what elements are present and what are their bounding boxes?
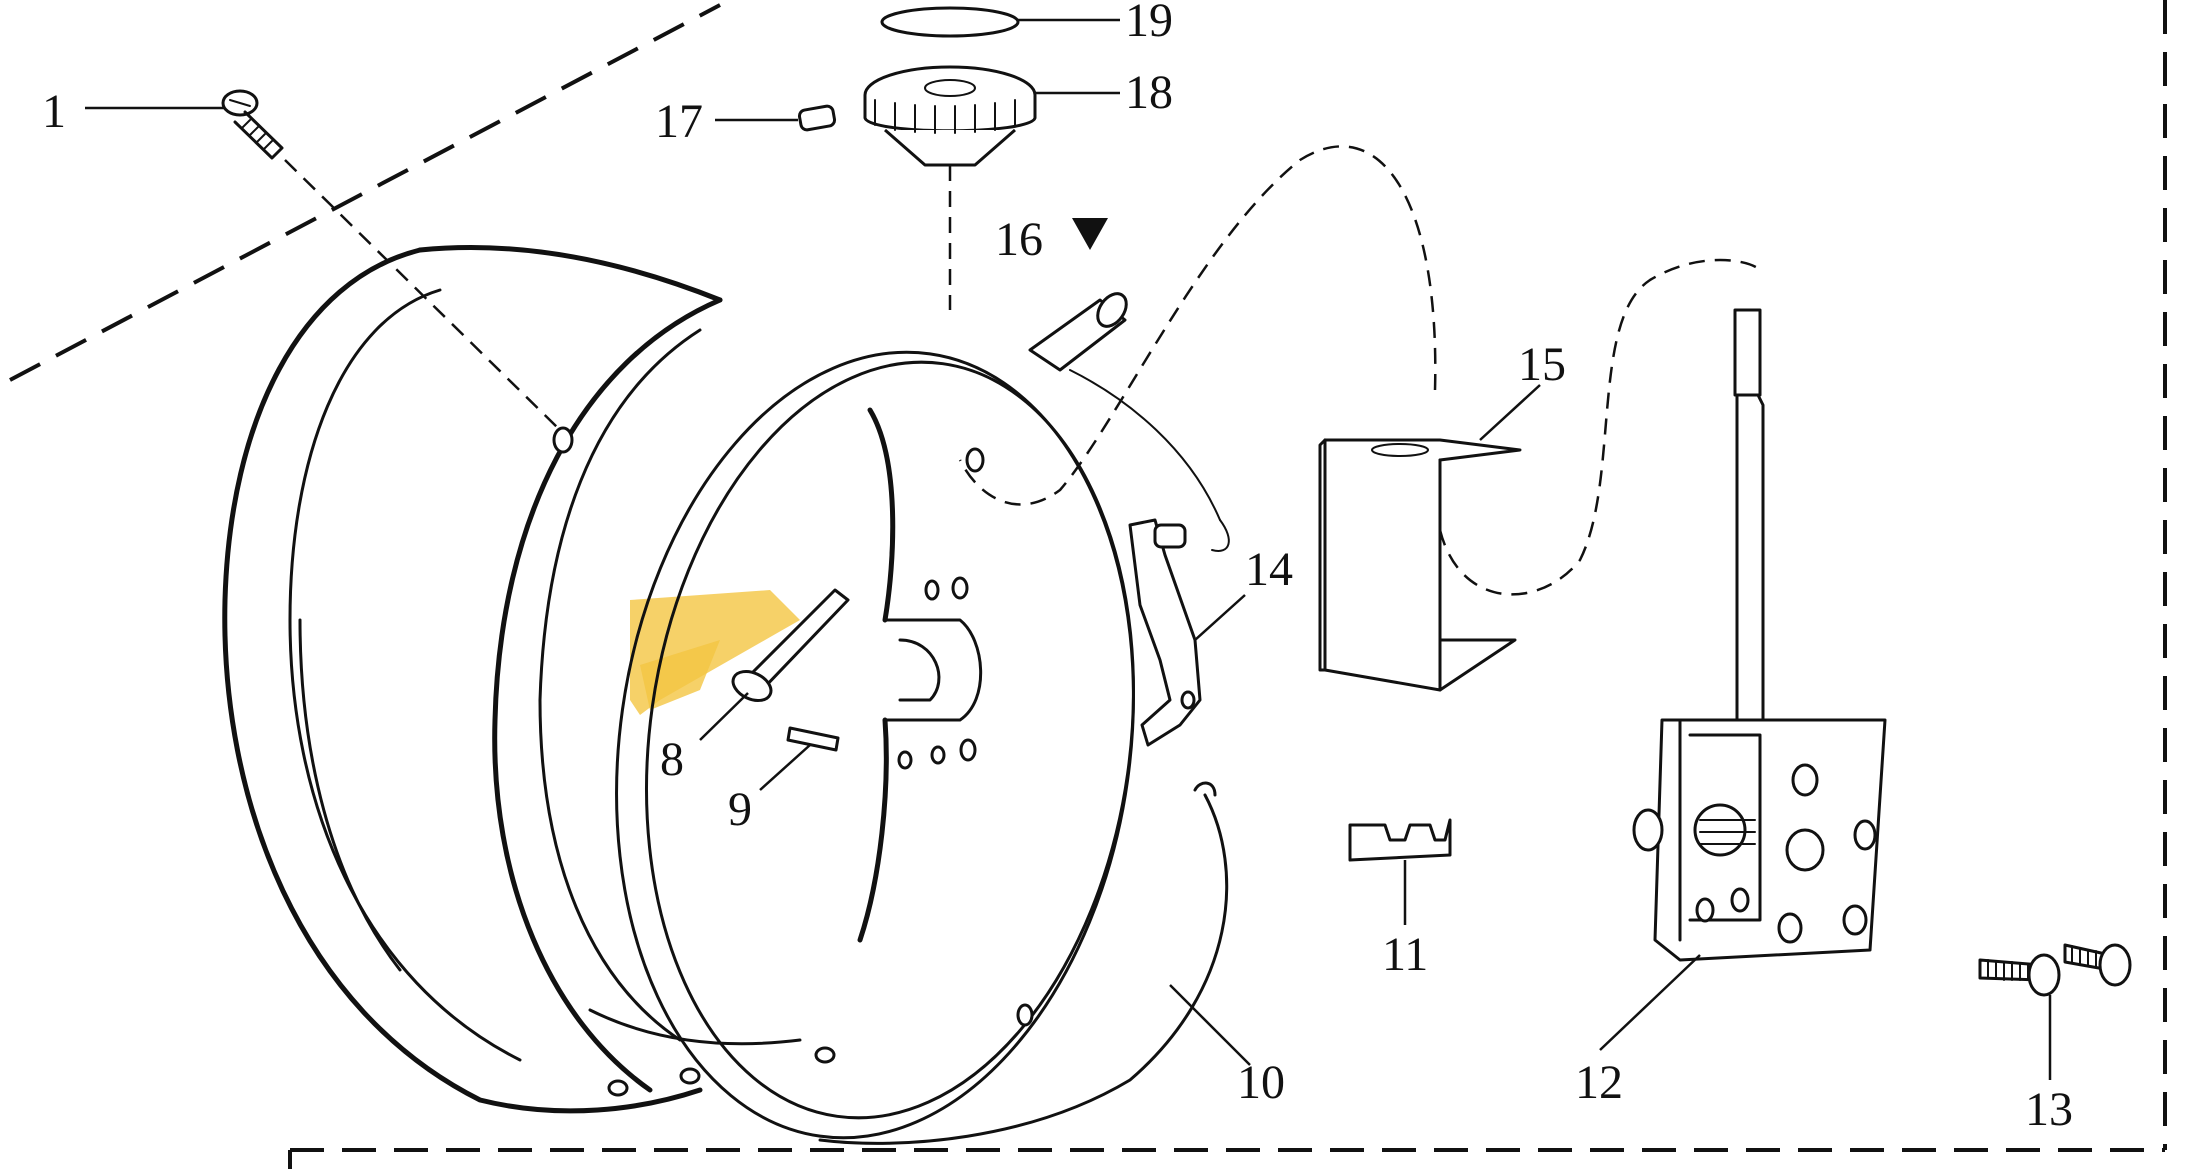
callout-16: 16 xyxy=(995,213,1043,266)
part-13-screws xyxy=(1978,943,2132,1080)
callout-17: 17 xyxy=(655,95,703,148)
callout-10: 10 xyxy=(1237,1056,1285,1109)
part-10-spring-ring xyxy=(818,369,1251,1145)
hub-front-ring xyxy=(615,350,1135,1140)
callout-labels: 1 8 9 10 11 12 13 14 15 16 17 18 19 xyxy=(42,0,2073,1136)
callout-14: 14 xyxy=(1245,543,1293,596)
callout-12: 12 xyxy=(1575,1056,1623,1109)
callout-8: 8 xyxy=(660,733,684,786)
part-17-set-screw xyxy=(715,104,837,132)
part-14-latch xyxy=(1128,518,1246,747)
part-8-pin xyxy=(699,588,850,741)
part-11-clip xyxy=(1348,818,1452,925)
callout-19: 19 xyxy=(1125,0,1173,47)
callout-15: 15 xyxy=(1518,338,1566,391)
part-16-shaft xyxy=(1028,292,1128,372)
hub-housing xyxy=(222,165,952,1114)
callout-18: 18 xyxy=(1125,66,1173,119)
part-18-knob xyxy=(863,65,1120,167)
highlight-mark-tail xyxy=(640,640,720,710)
callout-9: 9 xyxy=(728,783,752,836)
callout-11: 11 xyxy=(1382,928,1428,981)
part-9-dowel xyxy=(759,726,840,791)
part-19-washer xyxy=(880,6,1120,38)
callout-13: 13 xyxy=(2025,1083,2073,1136)
part-15-bracket xyxy=(958,145,1761,692)
assembly-boundary xyxy=(9,0,2167,1169)
down-triangle-icon xyxy=(1072,218,1108,250)
part-12-gearbox xyxy=(1599,308,1887,1051)
callout-1: 1 xyxy=(42,85,66,138)
